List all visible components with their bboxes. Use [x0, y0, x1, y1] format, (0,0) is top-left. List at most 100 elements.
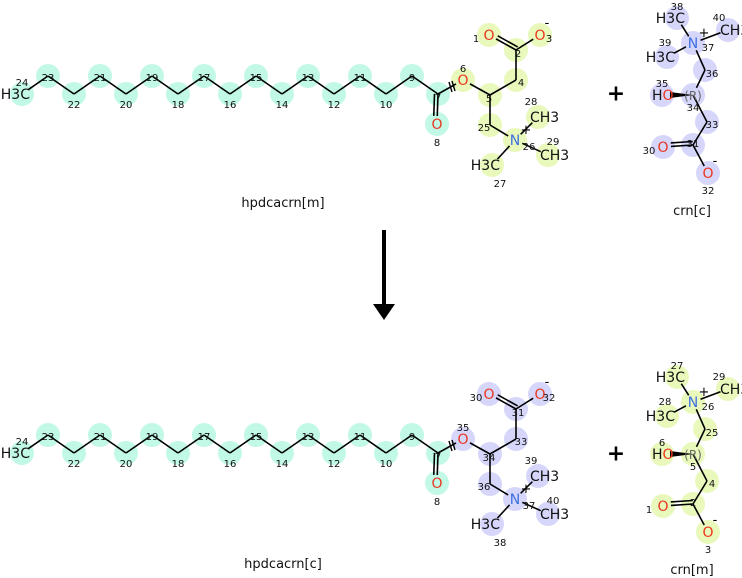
atom-element-label: O: [457, 432, 468, 448]
bond: [692, 453, 708, 482]
bond: [255, 75, 283, 95]
atom-number: 30: [643, 146, 656, 157]
atom-number: 10: [380, 459, 393, 470]
bond: [151, 75, 179, 95]
bond: [489, 438, 517, 455]
bond: [203, 75, 231, 95]
molecule-name-crn-c: crn[c]: [673, 204, 711, 219]
atom-number: 4: [518, 78, 524, 89]
bond: [203, 434, 231, 454]
atom-number: 37: [702, 43, 715, 54]
positive-charge: +: [521, 123, 532, 138]
bond: [521, 142, 542, 153]
negative-charge: -: [545, 16, 550, 31]
atom-element-label: HO: [652, 447, 674, 463]
atom-highlight: [10, 82, 34, 106]
bond: [359, 75, 387, 95]
atom-number: 40: [547, 496, 560, 507]
bond: [673, 405, 687, 413]
molecule-name-hpdcacrn-c: hpdcacrn[c]: [244, 557, 322, 572]
bond: [692, 121, 708, 146]
bond: [692, 503, 705, 526]
atom-element-label: CH3: [530, 469, 559, 485]
atom-number: 18: [172, 100, 185, 111]
atom-highlight: [696, 161, 720, 185]
atom-element-label: H3C: [656, 370, 685, 386]
bond: [385, 75, 413, 95]
atom-number: 22: [68, 100, 81, 111]
atom-element-label: CH3: [720, 382, 742, 398]
atom-highlight: [425, 471, 449, 495]
atom-highlight: [696, 520, 720, 544]
atom-number: 17: [198, 432, 211, 443]
atom-number: 18: [172, 459, 185, 470]
atom-number: 25: [478, 123, 491, 134]
bond: [151, 434, 179, 454]
atom-element-label: O: [534, 387, 545, 403]
bond: [307, 434, 335, 454]
atom-highlight: [477, 382, 501, 406]
atom-highlight: [655, 404, 679, 428]
bond: [496, 504, 511, 519]
atom-number: 28: [659, 397, 672, 408]
atom-number: 27: [671, 361, 684, 372]
atom-number: 37: [523, 501, 536, 512]
negative-charge: -: [713, 154, 718, 169]
bond: [385, 434, 413, 454]
atom-number: 29: [547, 137, 560, 148]
bond: [229, 75, 257, 95]
atom-number: 7: [435, 452, 441, 463]
bond: [28, 434, 49, 450]
atom-number: 32: [702, 186, 715, 197]
atom-highlight: [536, 502, 560, 526]
atom-number: 15: [250, 73, 263, 84]
atom-element-label: N: [510, 492, 520, 508]
atom-number: 36: [478, 482, 491, 493]
atom-number: 31: [512, 408, 525, 419]
double-bond: [670, 499, 693, 503]
atom-element-label: O: [702, 166, 713, 182]
atom-highlight: [651, 494, 675, 518]
atom-highlight: [10, 441, 34, 465]
atom-element-label: CH3: [540, 507, 569, 523]
atom-element-label: H3C: [471, 517, 500, 533]
atom-element-label: H3C: [646, 50, 675, 66]
bond: [177, 434, 205, 454]
positive-charge: +: [699, 26, 710, 41]
bond: [673, 46, 687, 54]
atom-number: 23: [42, 73, 55, 84]
atom-element-label: N: [510, 133, 520, 149]
atom-highlight: [655, 45, 679, 69]
arrow-head-icon: [373, 304, 395, 320]
atom-element-label: N: [688, 36, 698, 52]
atom-number: 9: [409, 432, 415, 443]
atom-number: 19: [146, 73, 159, 84]
bond: [229, 434, 257, 454]
bond: [495, 397, 517, 410]
atom-number: 39: [659, 38, 672, 49]
atom-number: 33: [706, 120, 719, 131]
atom-number: 13: [302, 432, 315, 443]
atom-number: 14: [276, 459, 289, 470]
bond: [515, 38, 534, 51]
double-bond: [670, 140, 693, 144]
atom-number: 8: [434, 497, 440, 508]
molecule-name-crn-m: crn[m]: [670, 563, 714, 578]
bond: [177, 75, 205, 95]
atom-number: 11: [354, 73, 367, 84]
atom-element-label: O: [457, 73, 468, 89]
atom-highlight: [665, 365, 689, 389]
wedge-bond: [670, 92, 693, 98]
atom-number: 27: [494, 179, 507, 190]
bond: [469, 442, 491, 455]
bond: [73, 75, 101, 95]
atom-number: 39: [525, 456, 538, 467]
atom-number: 35: [457, 423, 470, 434]
positive-charge: +: [521, 482, 532, 497]
atom-highlight: [451, 427, 475, 451]
atom-number: 32: [543, 393, 556, 404]
atom-number: 31: [687, 139, 700, 150]
atom-number: 9: [409, 73, 415, 84]
bond: [436, 452, 439, 476]
